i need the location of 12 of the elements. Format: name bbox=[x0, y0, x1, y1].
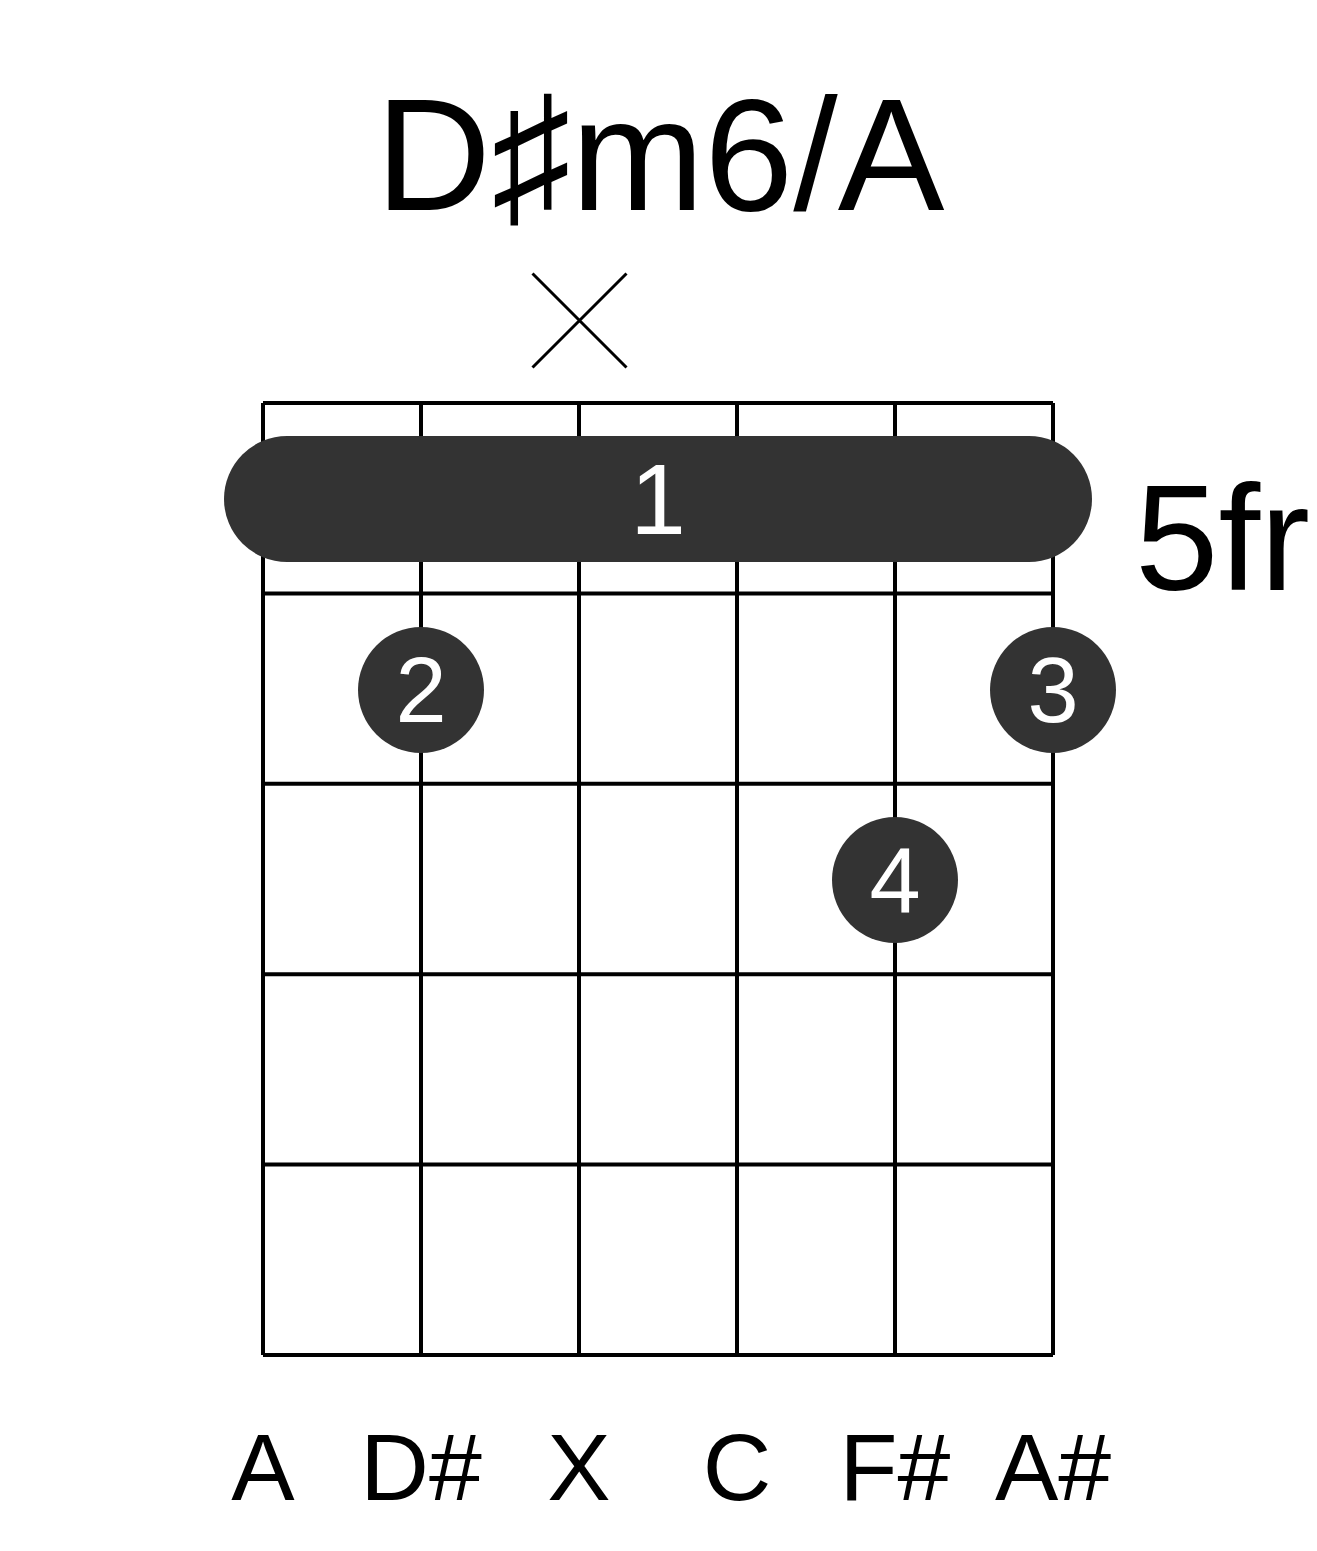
string-note-label: A# bbox=[994, 1420, 1112, 1515]
string-note-label: C bbox=[702, 1420, 772, 1515]
fret-position-label: 5fr bbox=[1135, 463, 1311, 613]
string-note-label: X bbox=[547, 1420, 611, 1515]
string-note-label: F# bbox=[839, 1420, 951, 1515]
finger-number: 3 bbox=[1027, 644, 1079, 736]
finger-number: 1 bbox=[630, 449, 686, 549]
string-note-label: D# bbox=[360, 1420, 482, 1515]
finger-number: 2 bbox=[395, 644, 447, 736]
finger-number: 4 bbox=[869, 834, 921, 926]
chord-title: D♯m6/A bbox=[375, 75, 945, 235]
string-note-label: A bbox=[231, 1420, 295, 1515]
